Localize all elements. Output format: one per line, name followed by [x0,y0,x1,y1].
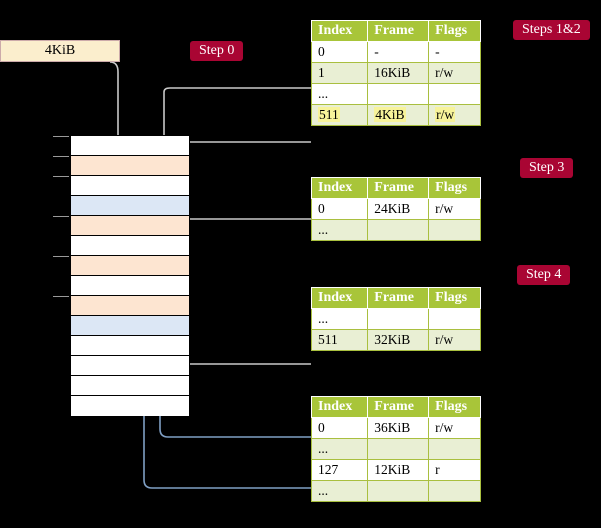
memory-row [53,216,189,236]
memory-row [71,376,189,396]
memory-row-tick [53,296,69,297]
badge-step-4: Step 4 [517,265,571,285]
table-cell: 127 [310,459,369,481]
memory-row [53,176,189,196]
highlighted-value: 511 [318,107,340,122]
table-cell [428,219,481,241]
table-row: ... [310,438,481,460]
table-row: 511 4KiB r/w [310,104,481,126]
table-cell: 511 [310,329,369,351]
badge-steps-1-2: Steps 1&2 [513,20,590,40]
table-cell: ... [310,83,369,105]
table-cell [367,83,430,105]
table-row: ... [310,308,481,330]
table-cell: ... [310,219,369,241]
table-header-index: Index [310,287,369,309]
badge-step-3: Step 3 [520,158,574,178]
table-header-flags: Flags [428,20,481,42]
table-cell [367,480,430,502]
memory-row [53,136,189,156]
table-cell: ... [310,438,369,460]
memory-row [71,356,189,376]
memory-row-tick [53,176,69,177]
table-row: ... [310,83,481,105]
table-cell: 4KiB [367,104,430,126]
table-cell: - [367,41,430,63]
table-cell: 0 [310,198,369,220]
table-header-frame: Frame [367,396,430,418]
memory-row-tick [53,156,69,157]
table-row: ... [310,480,481,502]
memory-row [71,396,189,416]
table-cell: ... [310,308,369,330]
memory-row [53,256,189,276]
table-cell: 511 [310,104,369,126]
table-header-flags: Flags [428,396,481,418]
table-cell [367,219,430,241]
table-cell: 12KiB [367,459,430,481]
table-cell: 1 [310,62,369,84]
table-cell [367,308,430,330]
memory-row [53,296,189,316]
table-cell: r/w [428,62,481,84]
highlighted-value: 4KiB [374,107,406,122]
memory-row [71,336,189,356]
table-cell: r/w [428,104,481,126]
table-cell [428,438,481,460]
table-cell: 16KiB [367,62,430,84]
memory-row-tick [53,216,69,217]
memory-row [53,156,189,176]
table-cell: 24KiB [367,198,430,220]
table-cell [428,83,481,105]
table-header-frame: Frame [367,287,430,309]
memory-row-tick [53,136,69,137]
table-row: 0-- [310,41,481,63]
table-header-flags: Flags [428,177,481,199]
table-cell: 0 [310,41,369,63]
table-header-frame: Frame [367,20,430,42]
memory-row [71,196,189,216]
highlighted-value: r/w [435,107,456,122]
table-cell: r/w [428,417,481,439]
frame-box-4kib: 4KiB [0,40,120,62]
table-cell [367,438,430,460]
table-cell [428,480,481,502]
table-header-frame: Frame [367,177,430,199]
table-cell: 0 [310,417,369,439]
memory-row-tick [53,256,69,257]
table-cell: r [428,459,481,481]
memory-row [71,316,189,336]
table-cell: 36KiB [367,417,430,439]
table-cell: - [428,41,481,63]
memory-row [71,276,189,296]
table-cell [428,308,481,330]
badge-step-0: Step 0 [190,41,244,61]
table-header-index: Index [310,20,369,42]
table-cell: ... [310,480,369,502]
table-header-index: Index [310,177,369,199]
table-header-flags: Flags [428,287,481,309]
frame-box-label: 4KiB [44,43,76,58]
table-cell: r/w [428,198,481,220]
table-cell: 32KiB [367,329,430,351]
physical-memory-column [53,135,190,416]
table-header-index: Index [310,396,369,418]
table-row: ... [310,219,481,241]
table-cell: r/w [428,329,481,351]
memory-row [71,236,189,256]
